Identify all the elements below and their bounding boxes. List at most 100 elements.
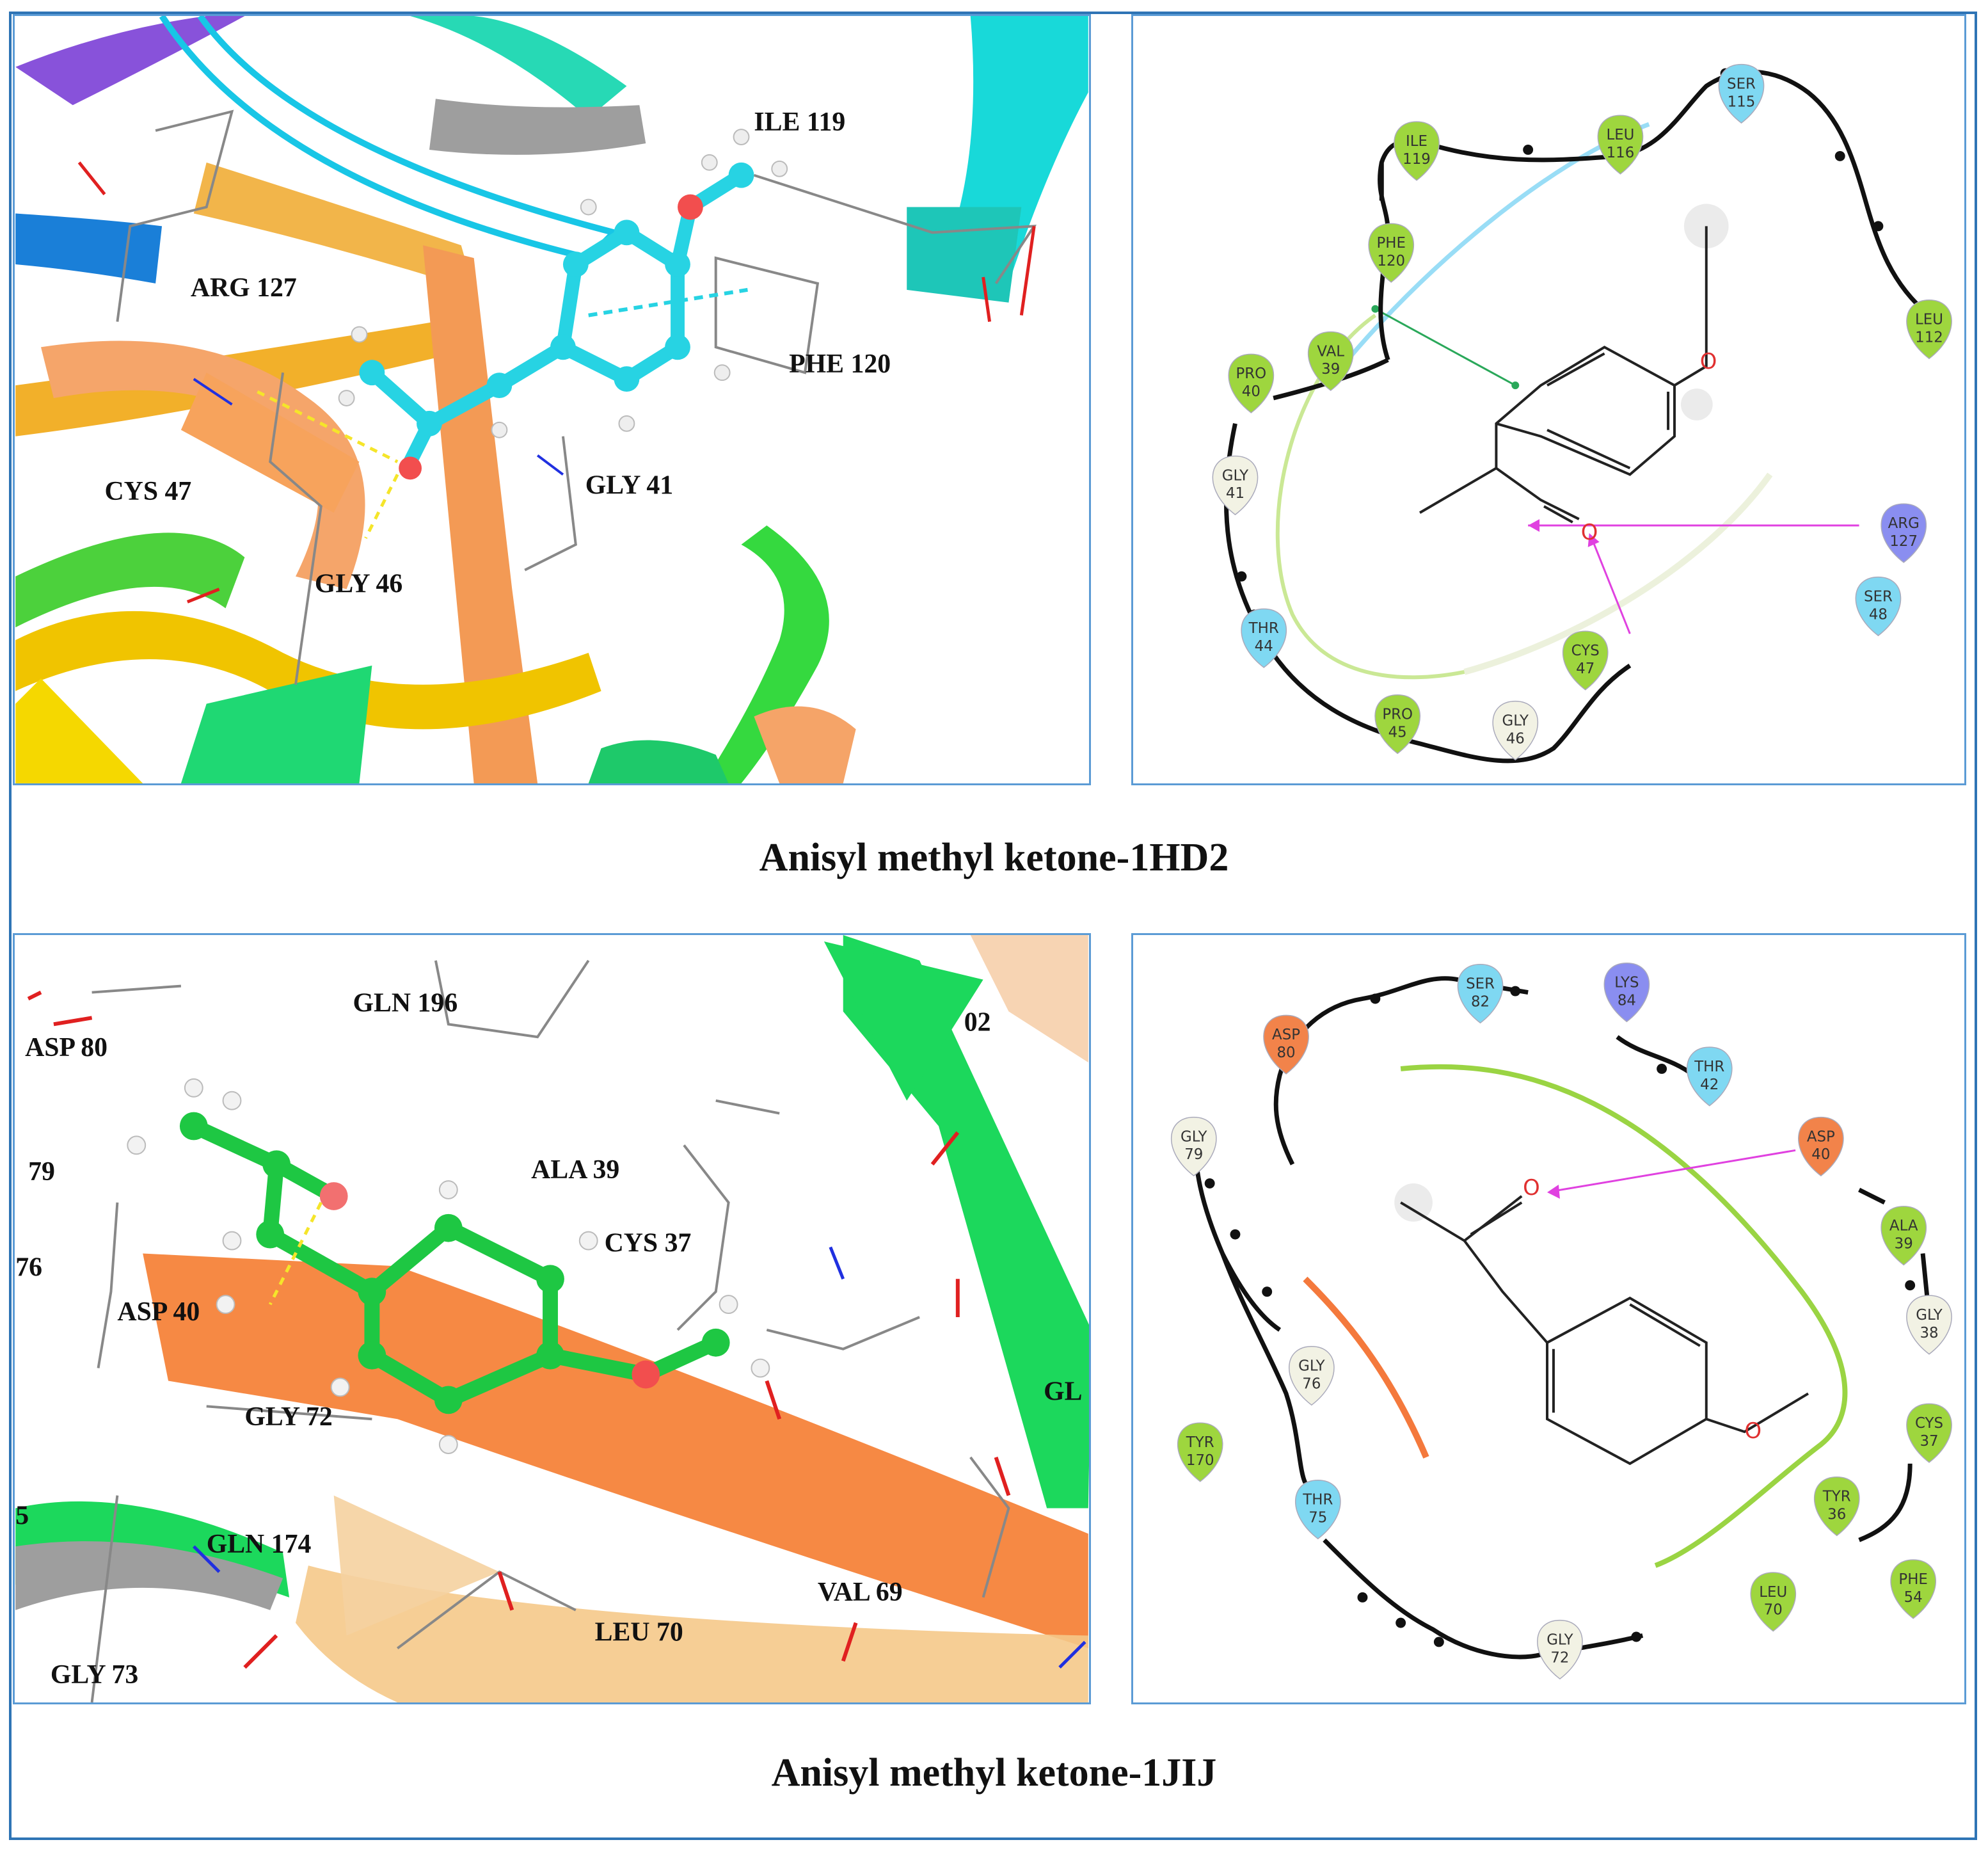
- bot-residue-name: CYS: [1915, 1415, 1943, 1432]
- top-residue-name: GLY: [1502, 712, 1529, 729]
- bot-residue-number: 79: [1184, 1146, 1203, 1163]
- bot-residue-number: 42: [1700, 1077, 1719, 1093]
- protein-ribbon-bottom: [15, 935, 1089, 1702]
- label-gly-41: GLY 41: [585, 470, 673, 500]
- bot-residue-name: LYS: [1614, 975, 1639, 991]
- labels-3d-top: ILE 119 ARG 127 PHE 120 CYS 47 GLY 41 GL…: [104, 108, 891, 598]
- bot-residue-name: GLY: [1298, 1358, 1325, 1375]
- top-residue-name: SER: [1864, 588, 1893, 605]
- bot-residue-name: GLY: [1181, 1128, 1207, 1145]
- bot-residue-name: ASP: [1272, 1027, 1300, 1043]
- top-residue-number: 40: [1242, 383, 1260, 400]
- label-79: 79: [28, 1157, 55, 1187]
- bot-residue-number: 40: [1811, 1146, 1830, 1163]
- bot-residue-number: 36: [1827, 1506, 1846, 1523]
- svg-text:O: O: [1700, 349, 1717, 374]
- top-residue-number: 48: [1869, 606, 1888, 623]
- bot-residue-number: 38: [1920, 1325, 1938, 1341]
- bot-residue-number: 39: [1895, 1236, 1913, 1253]
- top-residue-number: 116: [1607, 145, 1635, 161]
- label-cys-47: CYS 47: [104, 477, 191, 506]
- top-residue-number: 127: [1889, 533, 1918, 550]
- bot-residue-number: 72: [1550, 1649, 1569, 1666]
- top-residue-name: ILE: [1406, 133, 1427, 150]
- top-residue-name: GLY: [1222, 467, 1249, 484]
- top-residue-name: THR: [1248, 620, 1279, 637]
- label-gly-46: GLY 46: [315, 569, 402, 598]
- label-5: 5: [15, 1501, 29, 1530]
- panel-3d-bottom: GLN 196 ASP 80 79 ALA 39 CYS 37 76 ASP 4…: [13, 933, 1091, 1704]
- bot-residue-number: 76: [1302, 1375, 1321, 1392]
- bot-residue-name: LEU: [1759, 1584, 1787, 1601]
- protein-ribbon-top: [15, 16, 1088, 783]
- bot-residue-name: ASP: [1807, 1128, 1835, 1145]
- label-gln-196: GLN 196: [353, 988, 458, 1018]
- bot-residue-number: 82: [1471, 993, 1490, 1010]
- label-val-69: VAL 69: [818, 1578, 903, 1607]
- label-ile-119: ILE 119: [754, 108, 845, 137]
- label-02: 02: [964, 1007, 991, 1037]
- bot-residue-name: TYR: [1186, 1434, 1214, 1451]
- top-residue-number: 112: [1915, 329, 1943, 346]
- top-residue-number: 120: [1377, 253, 1405, 269]
- bot-residue-thr-42: THR 42: [1686, 1046, 1733, 1107]
- bot-residue-name: THR: [1302, 1492, 1333, 1509]
- bot-residue-name: THR: [1694, 1059, 1724, 1075]
- svg-text:O: O: [1523, 1175, 1540, 1200]
- bot-residue-number: 54: [1904, 1589, 1923, 1606]
- figure-frame: [9, 12, 1977, 1840]
- label-gly-73: GLY 73: [51, 1660, 138, 1690]
- svg-text:O: O: [1581, 520, 1598, 545]
- caption-top: Anisyl methyl ketone-1HD2: [759, 836, 1229, 879]
- top-residue-name: ARG: [1888, 515, 1920, 532]
- interaction-map-top: O O SER115LEU116ILE119PHE120LEU112VAL39P…: [1212, 63, 1952, 764]
- top-residue-name: LEU: [1915, 312, 1943, 328]
- label-asp-40: ASP 40: [117, 1297, 200, 1327]
- panel-3d-top: ILE 119 ARG 127 PHE 120 CYS 47 GLY 41 GL…: [13, 14, 1091, 785]
- top-residue-name: PRO: [1236, 365, 1266, 382]
- label-ala-39: ALA 39: [531, 1155, 619, 1185]
- top-residue-name: SER: [1727, 76, 1756, 92]
- bot-residue-number: 75: [1308, 1509, 1327, 1526]
- bot-residue-name: SER: [1466, 976, 1495, 993]
- top-residue-number: 46: [1506, 730, 1525, 747]
- caption-bottom: Anisyl methyl ketone-1JIJ: [771, 1751, 1217, 1795]
- bot-residue-number: 80: [1276, 1045, 1295, 1061]
- top-residue-number: 115: [1728, 93, 1756, 110]
- bot-residue-name: ALA: [1889, 1218, 1918, 1235]
- top-residue-name: CYS: [1571, 643, 1600, 659]
- labels-3d-bottom: GLN 196 ASP 80 79 ALA 39 CYS 37 76 ASP 4…: [15, 988, 1082, 1690]
- top-residue-name: LEU: [1606, 127, 1634, 143]
- top-residue-number: 47: [1576, 660, 1594, 677]
- bot-residue-name: GLY: [1547, 1631, 1573, 1648]
- bot-residue-name: TYR: [1822, 1489, 1851, 1505]
- bot-residue-number: 37: [1920, 1433, 1938, 1450]
- label-gl: GL: [1044, 1377, 1082, 1406]
- bot-residue-number: 84: [1618, 992, 1636, 1009]
- top-residue-number: 45: [1388, 724, 1407, 740]
